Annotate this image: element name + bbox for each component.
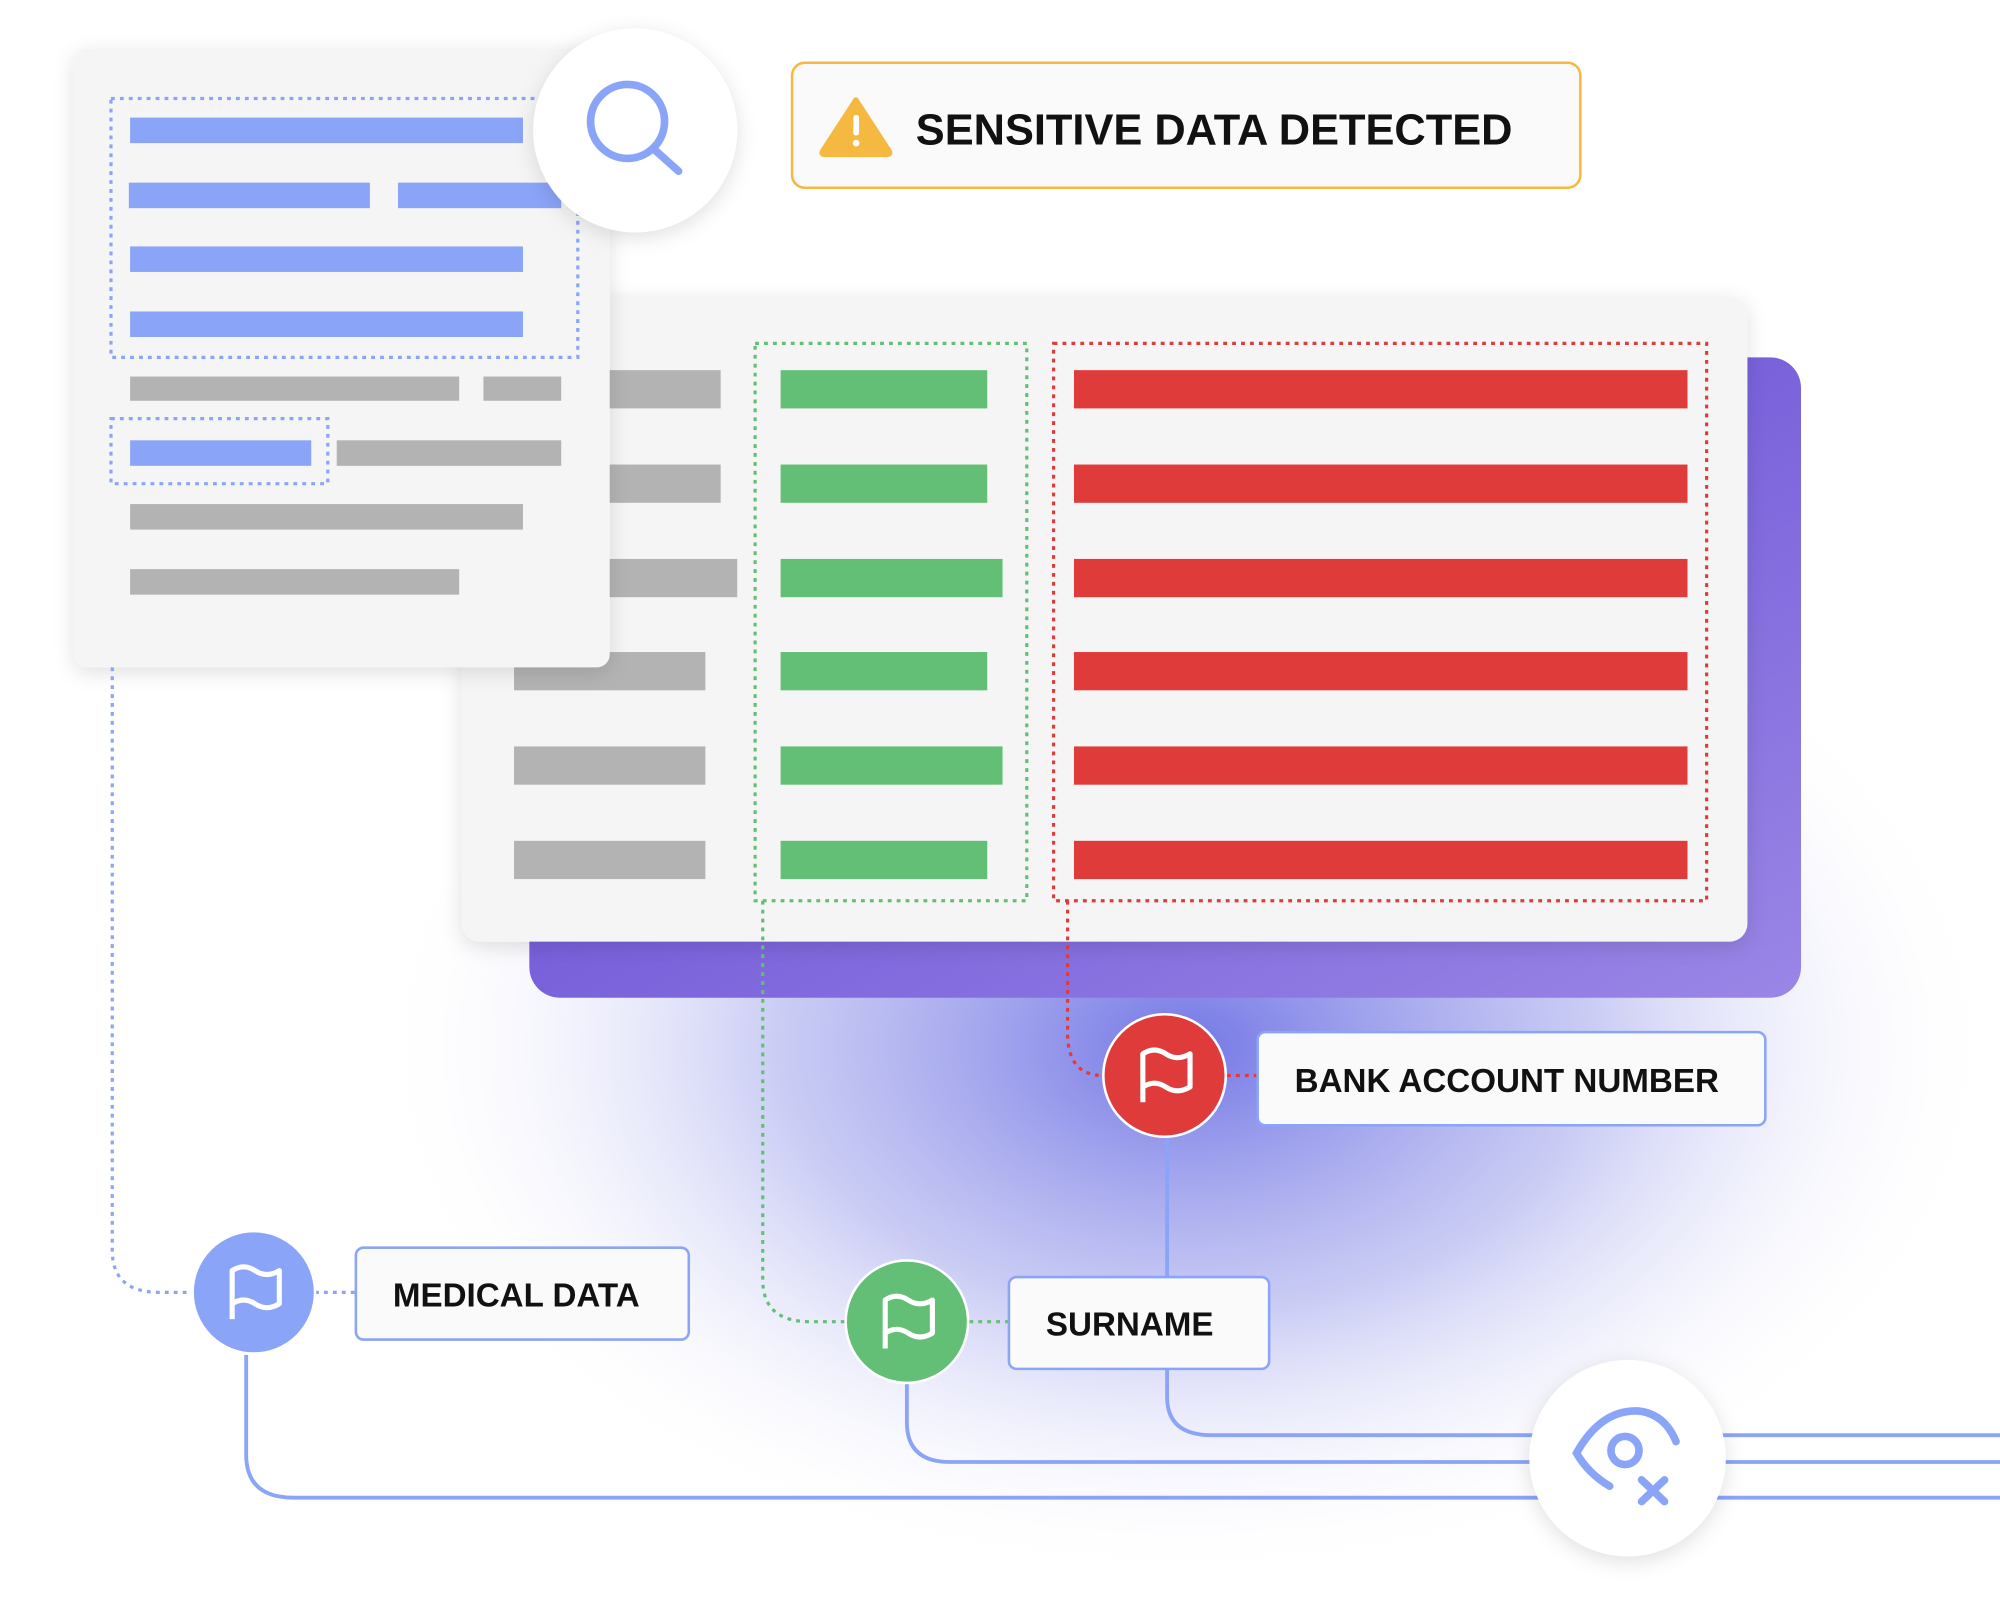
surname-cell (780, 652, 988, 691)
redact-badge (1529, 1359, 1726, 1557)
surname-cell (780, 464, 988, 503)
flag-surname: SURNAME (844, 1259, 1271, 1385)
bank-account-cell (1073, 370, 1688, 409)
text-line (130, 376, 460, 401)
flag-icon (1140, 1047, 1193, 1103)
text-line (130, 569, 460, 595)
data-table-card (461, 296, 1748, 942)
surname-column-highlight (753, 341, 1029, 903)
search-icon (586, 80, 683, 176)
surname-cell (780, 370, 988, 409)
bank-account-label: BANK ACCOUNT NUMBER (1295, 1063, 1719, 1100)
text-line (336, 440, 562, 466)
document-card (73, 48, 610, 668)
surname-cell (780, 746, 1003, 785)
name-cell (514, 840, 706, 880)
flag-medical-data: MEDICAL DATA (191, 1229, 691, 1355)
surname-cell (780, 840, 988, 880)
bank-account-cell (1073, 464, 1688, 503)
dotted-connectors (110, 667, 1258, 1324)
warning-triangle-icon (819, 97, 893, 158)
text-line (128, 182, 370, 209)
bank-account-cell (1073, 652, 1688, 691)
medical-text-highlight (109, 96, 580, 359)
bank-account-cell (1073, 558, 1688, 598)
name-cell (514, 746, 706, 785)
text-line (483, 376, 562, 401)
text-line (397, 182, 562, 209)
sensitive-data-alert: SENSITIVE DATA DETECTED (790, 61, 1582, 190)
flag-icon (882, 1293, 935, 1349)
flag-bank-account: BANK ACCOUNT NUMBER (1102, 1013, 1767, 1139)
eye-off-icon (1572, 1407, 1680, 1506)
text-line (130, 504, 523, 530)
text-line (130, 440, 312, 466)
flag-icon (229, 1264, 282, 1320)
bank-account-cell (1073, 840, 1688, 880)
text-line (130, 117, 523, 144)
connector-lines (244, 1138, 2000, 1500)
surname-label: SURNAME (1046, 1307, 1214, 1344)
text-line (130, 311, 523, 337)
text-line (130, 246, 523, 272)
bank-account-cell (1073, 746, 1688, 785)
medical-data-label: MEDICAL DATA (393, 1277, 640, 1314)
small-text-highlight (109, 417, 330, 486)
alert-text: SENSITIVE DATA DETECTED (916, 106, 1513, 154)
surname-cell (780, 558, 1003, 598)
search-badge (533, 28, 738, 233)
bank-account-column-highlight (1051, 341, 1709, 903)
